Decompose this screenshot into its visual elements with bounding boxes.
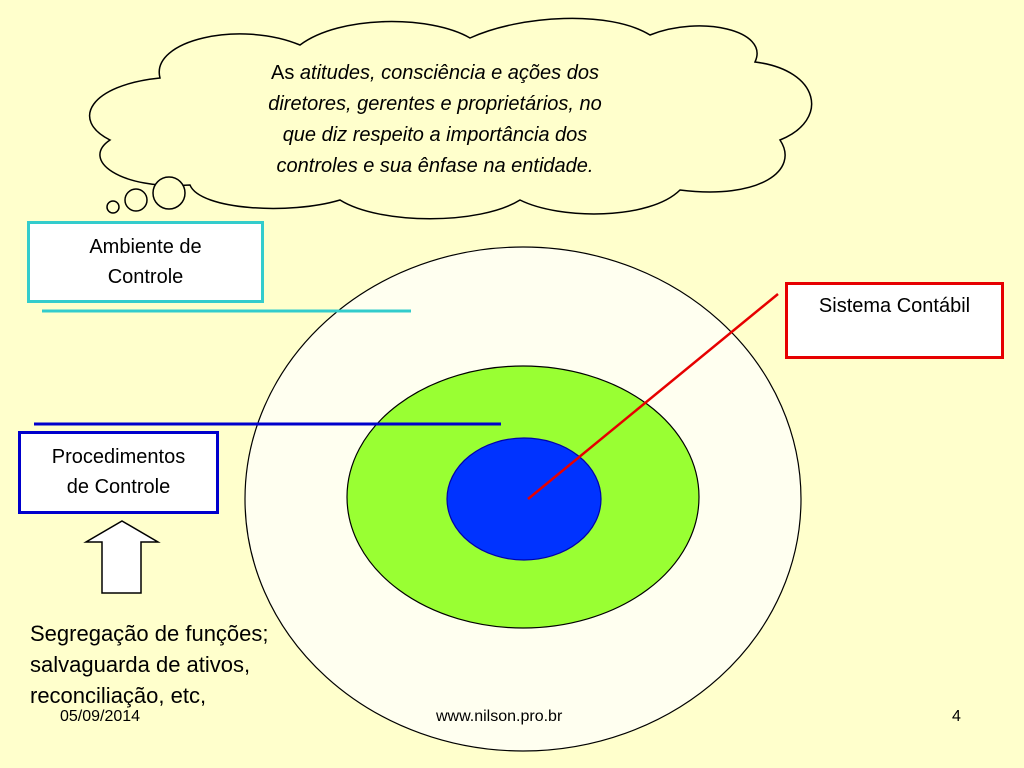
ambiente-label-line-1: Ambiente de bbox=[89, 236, 202, 258]
procedimentos-label-line-2: de Controle bbox=[66, 476, 171, 498]
thought-bubble-medium bbox=[124, 188, 148, 212]
procedimentos-de-controle-box: Procedimentos de Controle bbox=[18, 431, 219, 514]
cloud-line-3: que diz respeito a importância dos bbox=[282, 124, 588, 146]
procedimentos-label-line-1: Procedimentos bbox=[51, 446, 186, 468]
cloud-text: As atitudes, consciência e ações dos dir… bbox=[190, 58, 680, 182]
ambiente-label-line-2: Controle bbox=[107, 266, 184, 288]
example-line-2: salvaguarda de ativos, bbox=[30, 652, 251, 677]
cloud-line-2: diretores, gerentes e proprietários, no bbox=[268, 93, 602, 115]
cloud-shape bbox=[89, 17, 813, 220]
cloud-line-1: atitudes, consciência e ações dos bbox=[299, 62, 599, 84]
cloud-lead-word: As bbox=[271, 62, 300, 84]
example-line-1: Segregação de funções; bbox=[30, 621, 269, 646]
cloud-line-4: controles e sua ênfase na entidade. bbox=[276, 155, 594, 177]
example-line-3: reconciliação, etc, bbox=[30, 683, 207, 708]
examples-text: Segregação de funções; salvaguarda de at… bbox=[30, 618, 269, 711]
thought-cloud bbox=[89, 17, 813, 220]
thought-bubble-small bbox=[106, 200, 120, 214]
up-arrow-icon bbox=[83, 520, 161, 594]
footer-date: 05/09/2014 bbox=[60, 708, 141, 725]
ambiente-de-controle-box: Ambiente de Controle bbox=[27, 221, 264, 303]
footer-site: www.nilson.pro.br bbox=[436, 708, 563, 725]
footer-page-number: 4 bbox=[952, 708, 961, 725]
inner-circle-sistema bbox=[446, 437, 602, 561]
sistema-label: Sistema Contábil bbox=[818, 295, 971, 317]
thought-bubble-large bbox=[152, 176, 186, 210]
sistema-connector-line bbox=[527, 293, 779, 500]
sistema-contabil-box: Sistema Contábil bbox=[785, 282, 1004, 359]
